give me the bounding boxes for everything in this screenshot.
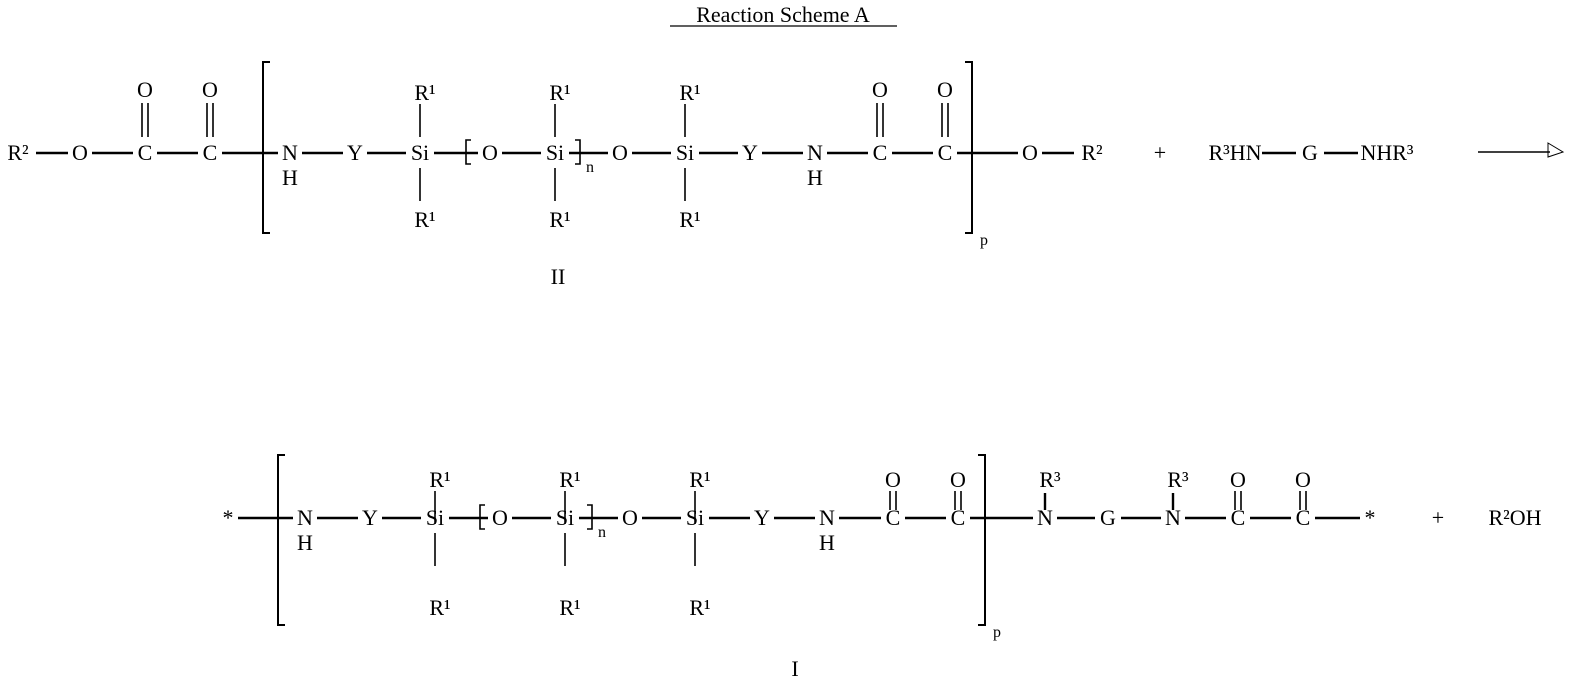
amine-hydrogen: H (819, 530, 835, 555)
repeat-bracket-left (479, 504, 485, 530)
atom-c: C (203, 140, 218, 165)
atom-o: O (1022, 140, 1038, 165)
r1-substituent: R¹ (689, 467, 710, 492)
carbonyl-oxygen: O (885, 467, 901, 492)
scheme-title: Reaction Scheme A (696, 2, 870, 27)
atom-c: C (951, 505, 966, 530)
polymer-bracket-right (978, 454, 986, 626)
carbonyl-oxygen: O (202, 77, 218, 102)
atom-c: C (938, 140, 953, 165)
compound-label-II: II (551, 264, 566, 289)
repeat-subscript-n: n (598, 524, 606, 541)
atom-n: N (297, 505, 313, 530)
atom-si: Si (411, 140, 429, 165)
atom-o: O (482, 140, 498, 165)
atom-o: O (612, 140, 628, 165)
r1-substituent: R¹ (429, 595, 450, 620)
r1-substituent: R¹ (414, 80, 435, 105)
carbonyl-oxygen: O (1230, 467, 1246, 492)
atom-n: N (1165, 505, 1181, 530)
diamine-amine-left: R³HN (1208, 140, 1261, 165)
r1-substituent: R¹ (549, 207, 570, 232)
r1-substituent: R¹ (559, 595, 580, 620)
atom-c: C (1296, 505, 1311, 530)
plus-sign: + (1154, 140, 1166, 165)
atom-n: N (282, 140, 298, 165)
repeat-bracket-right (575, 139, 581, 165)
atom-r2: R² (1081, 140, 1103, 165)
polymer-bracket-left (262, 61, 270, 234)
amine-hydrogen: H (297, 530, 313, 555)
r1-substituent: R¹ (559, 467, 580, 492)
carbonyl-oxygen: O (137, 77, 153, 102)
alcohol-byproduct: R²OH (1488, 505, 1541, 530)
repeat-subscript-p: p (980, 232, 988, 249)
polymer-bracket-left (277, 454, 285, 626)
amine-hydrogen: H (282, 165, 298, 190)
atom-y: Y (347, 140, 363, 165)
amine-hydrogen: H (807, 165, 823, 190)
atom-o: O (492, 505, 508, 530)
atom-c: C (886, 505, 901, 530)
r1-substituent: R¹ (429, 467, 450, 492)
atom-n: N (807, 140, 823, 165)
atom-c: C (138, 140, 153, 165)
atom-star: * (1365, 505, 1376, 530)
repeat-bracket-left (465, 139, 471, 165)
atom-si: Si (676, 140, 694, 165)
atom-si: Si (546, 140, 564, 165)
repeat-subscript-n: n (586, 159, 594, 176)
atom-o: O (622, 505, 638, 530)
atom-y: Y (754, 505, 770, 530)
atom-y: Y (742, 140, 758, 165)
atom-g: G (1100, 505, 1116, 530)
repeat-bracket-right (587, 504, 593, 530)
r3-substituent: R³ (1167, 467, 1189, 492)
carbonyl-oxygen: O (937, 77, 953, 102)
carbonyl-oxygen: O (872, 77, 888, 102)
carbonyl-oxygen: O (1295, 467, 1311, 492)
r1-substituent: R¹ (679, 80, 700, 105)
r1-substituent: R¹ (414, 207, 435, 232)
atom-star: * (223, 505, 234, 530)
polymer-bracket-right (965, 61, 973, 234)
atom-n: N (819, 505, 835, 530)
r1-substituent: R¹ (679, 207, 700, 232)
atom-n: N (1037, 505, 1053, 530)
repeat-subscript-p: p (993, 624, 1001, 641)
r3-substituent: R³ (1039, 467, 1061, 492)
atom-o: O (72, 140, 88, 165)
atom-c: C (873, 140, 888, 165)
r1-substituent: R¹ (549, 80, 570, 105)
compound-label-I: I (791, 656, 798, 681)
carbonyl-oxygen: O (950, 467, 966, 492)
atom-c: C (1231, 505, 1246, 530)
diamine-linker-g: G (1302, 140, 1318, 165)
reaction-arrowhead (1547, 142, 1565, 158)
plus-sign: + (1432, 505, 1444, 530)
r1-substituent: R¹ (689, 595, 710, 620)
atom-r2: R² (7, 140, 29, 165)
atom-y: Y (362, 505, 378, 530)
diamine-amine-right: NHR³ (1360, 140, 1413, 165)
